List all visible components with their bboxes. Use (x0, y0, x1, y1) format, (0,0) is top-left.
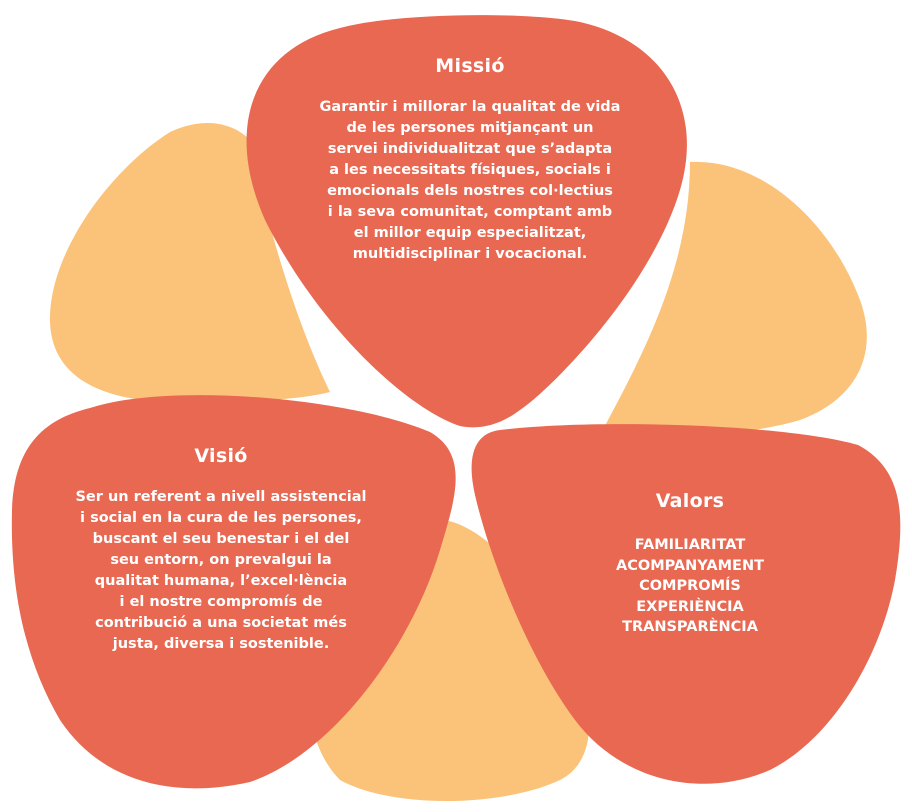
valors-item: TRANSPARÈNCIA (622, 619, 758, 635)
back-petal-right (600, 161, 867, 438)
valors-item: FAMILIARITAT (634, 537, 746, 553)
missio-petal (246, 15, 687, 428)
valors-petal (471, 424, 901, 784)
visio-body: Ser un referent a nivell assistencial i … (75, 489, 367, 652)
missio-title: Missió (435, 55, 505, 77)
valors-title: Valors (655, 490, 725, 512)
valors-item: COMPROMÍS (639, 578, 741, 594)
visio-petal (11, 395, 456, 789)
missio-body: Garantir i millorar la qualitat de vida … (319, 99, 621, 262)
valors-item: EXPERIÈNCIA (636, 598, 744, 615)
valors-list: FAMILIARITAT ACOMPANYAMENT COMPROMÍS EXP… (580, 535, 800, 638)
visio-title: Visió (194, 445, 248, 467)
valors-item: ACOMPANYAMENT (616, 557, 764, 574)
